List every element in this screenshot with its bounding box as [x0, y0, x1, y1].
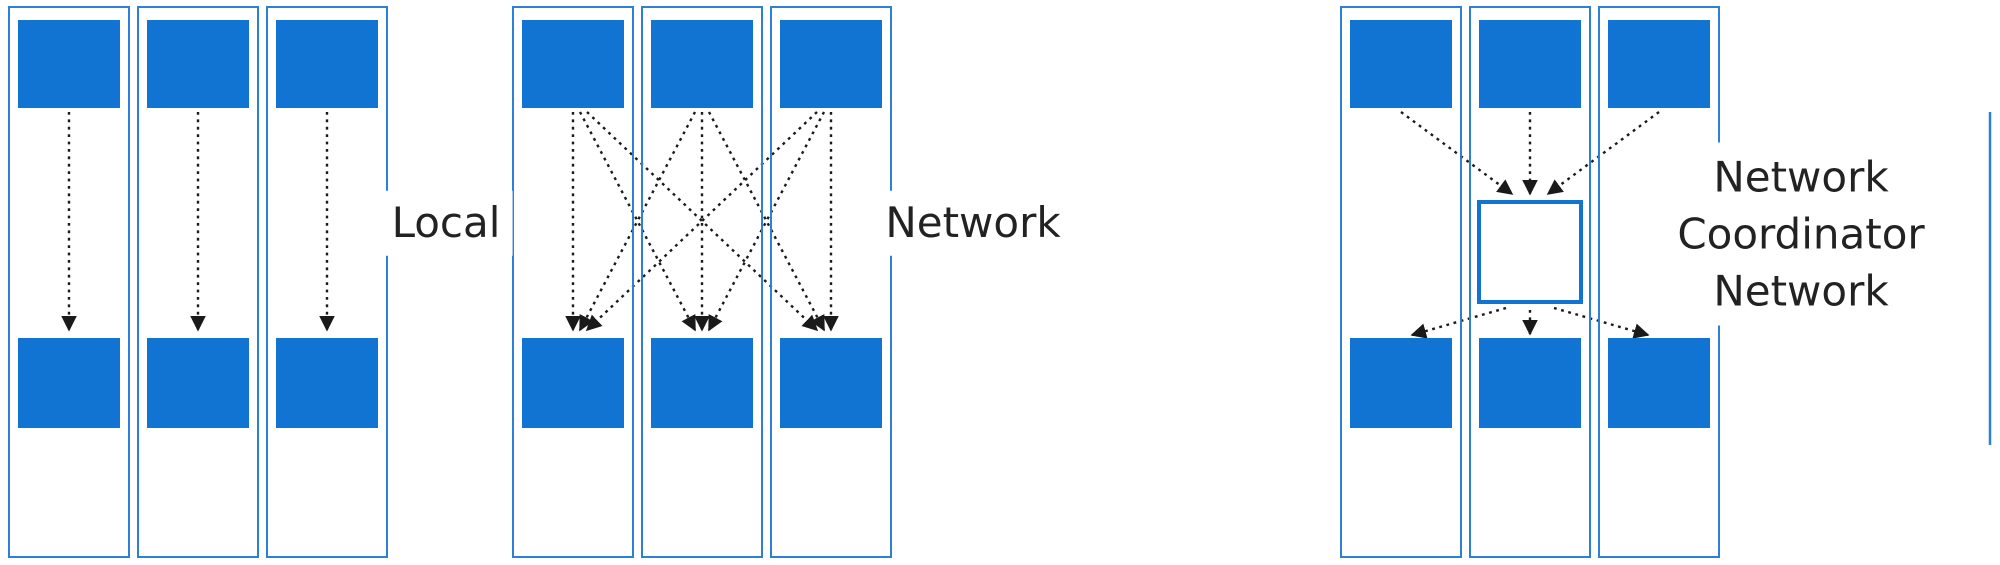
local-column-2 — [137, 6, 259, 558]
network-column-1-top-box — [522, 20, 624, 108]
message-arrow — [1553, 306, 1650, 339]
label-line: Network — [1713, 152, 1889, 202]
network-column-2-top-box — [651, 20, 753, 108]
network-column-3-bottom-box — [780, 338, 882, 428]
coordinator-column-3-bottom-box — [1608, 338, 1710, 428]
coordinator-column-3-top-box — [1608, 20, 1710, 108]
coordinator-column-2 — [1469, 6, 1591, 558]
label-local: Local — [379, 190, 513, 256]
label-network: Network — [873, 190, 1073, 256]
coordinator-column-1-top-box — [1350, 20, 1452, 108]
label-network-coordinator-network: Network Coordinator Network — [1645, 142, 1957, 326]
network-column-1-bottom-box — [522, 338, 624, 428]
network-column-3-top-box — [780, 20, 882, 108]
message-arrow — [1400, 111, 1514, 195]
message-arrow — [1546, 111, 1660, 195]
local-column-1-top-box — [18, 20, 120, 108]
message-arrow — [1410, 306, 1507, 339]
message-arrow — [586, 111, 819, 332]
network-column-2 — [641, 6, 763, 558]
local-column-2-top-box — [147, 20, 249, 108]
coordinator-column-2-top-box — [1479, 20, 1581, 108]
coordinator-column-2-bottom-box — [1479, 338, 1581, 428]
coordinator-column-1 — [1340, 6, 1462, 558]
network-column-2-bottom-box — [651, 338, 753, 428]
local-column-3-top-box — [276, 20, 378, 108]
local-column-1-bottom-box — [18, 338, 120, 428]
coordinator-box — [1477, 200, 1583, 304]
message-arrow — [585, 111, 818, 332]
local-column-3-bottom-box — [276, 338, 378, 428]
local-column-3 — [266, 6, 388, 558]
coordinator-column-1-bottom-box — [1350, 338, 1452, 428]
network-column-1 — [512, 6, 634, 558]
local-column-1 — [8, 6, 130, 558]
label-line: Network — [1713, 266, 1889, 316]
label-line: Coordinator — [1677, 209, 1925, 259]
network-column-3 — [770, 6, 892, 558]
local-column-2-bottom-box — [147, 338, 249, 428]
